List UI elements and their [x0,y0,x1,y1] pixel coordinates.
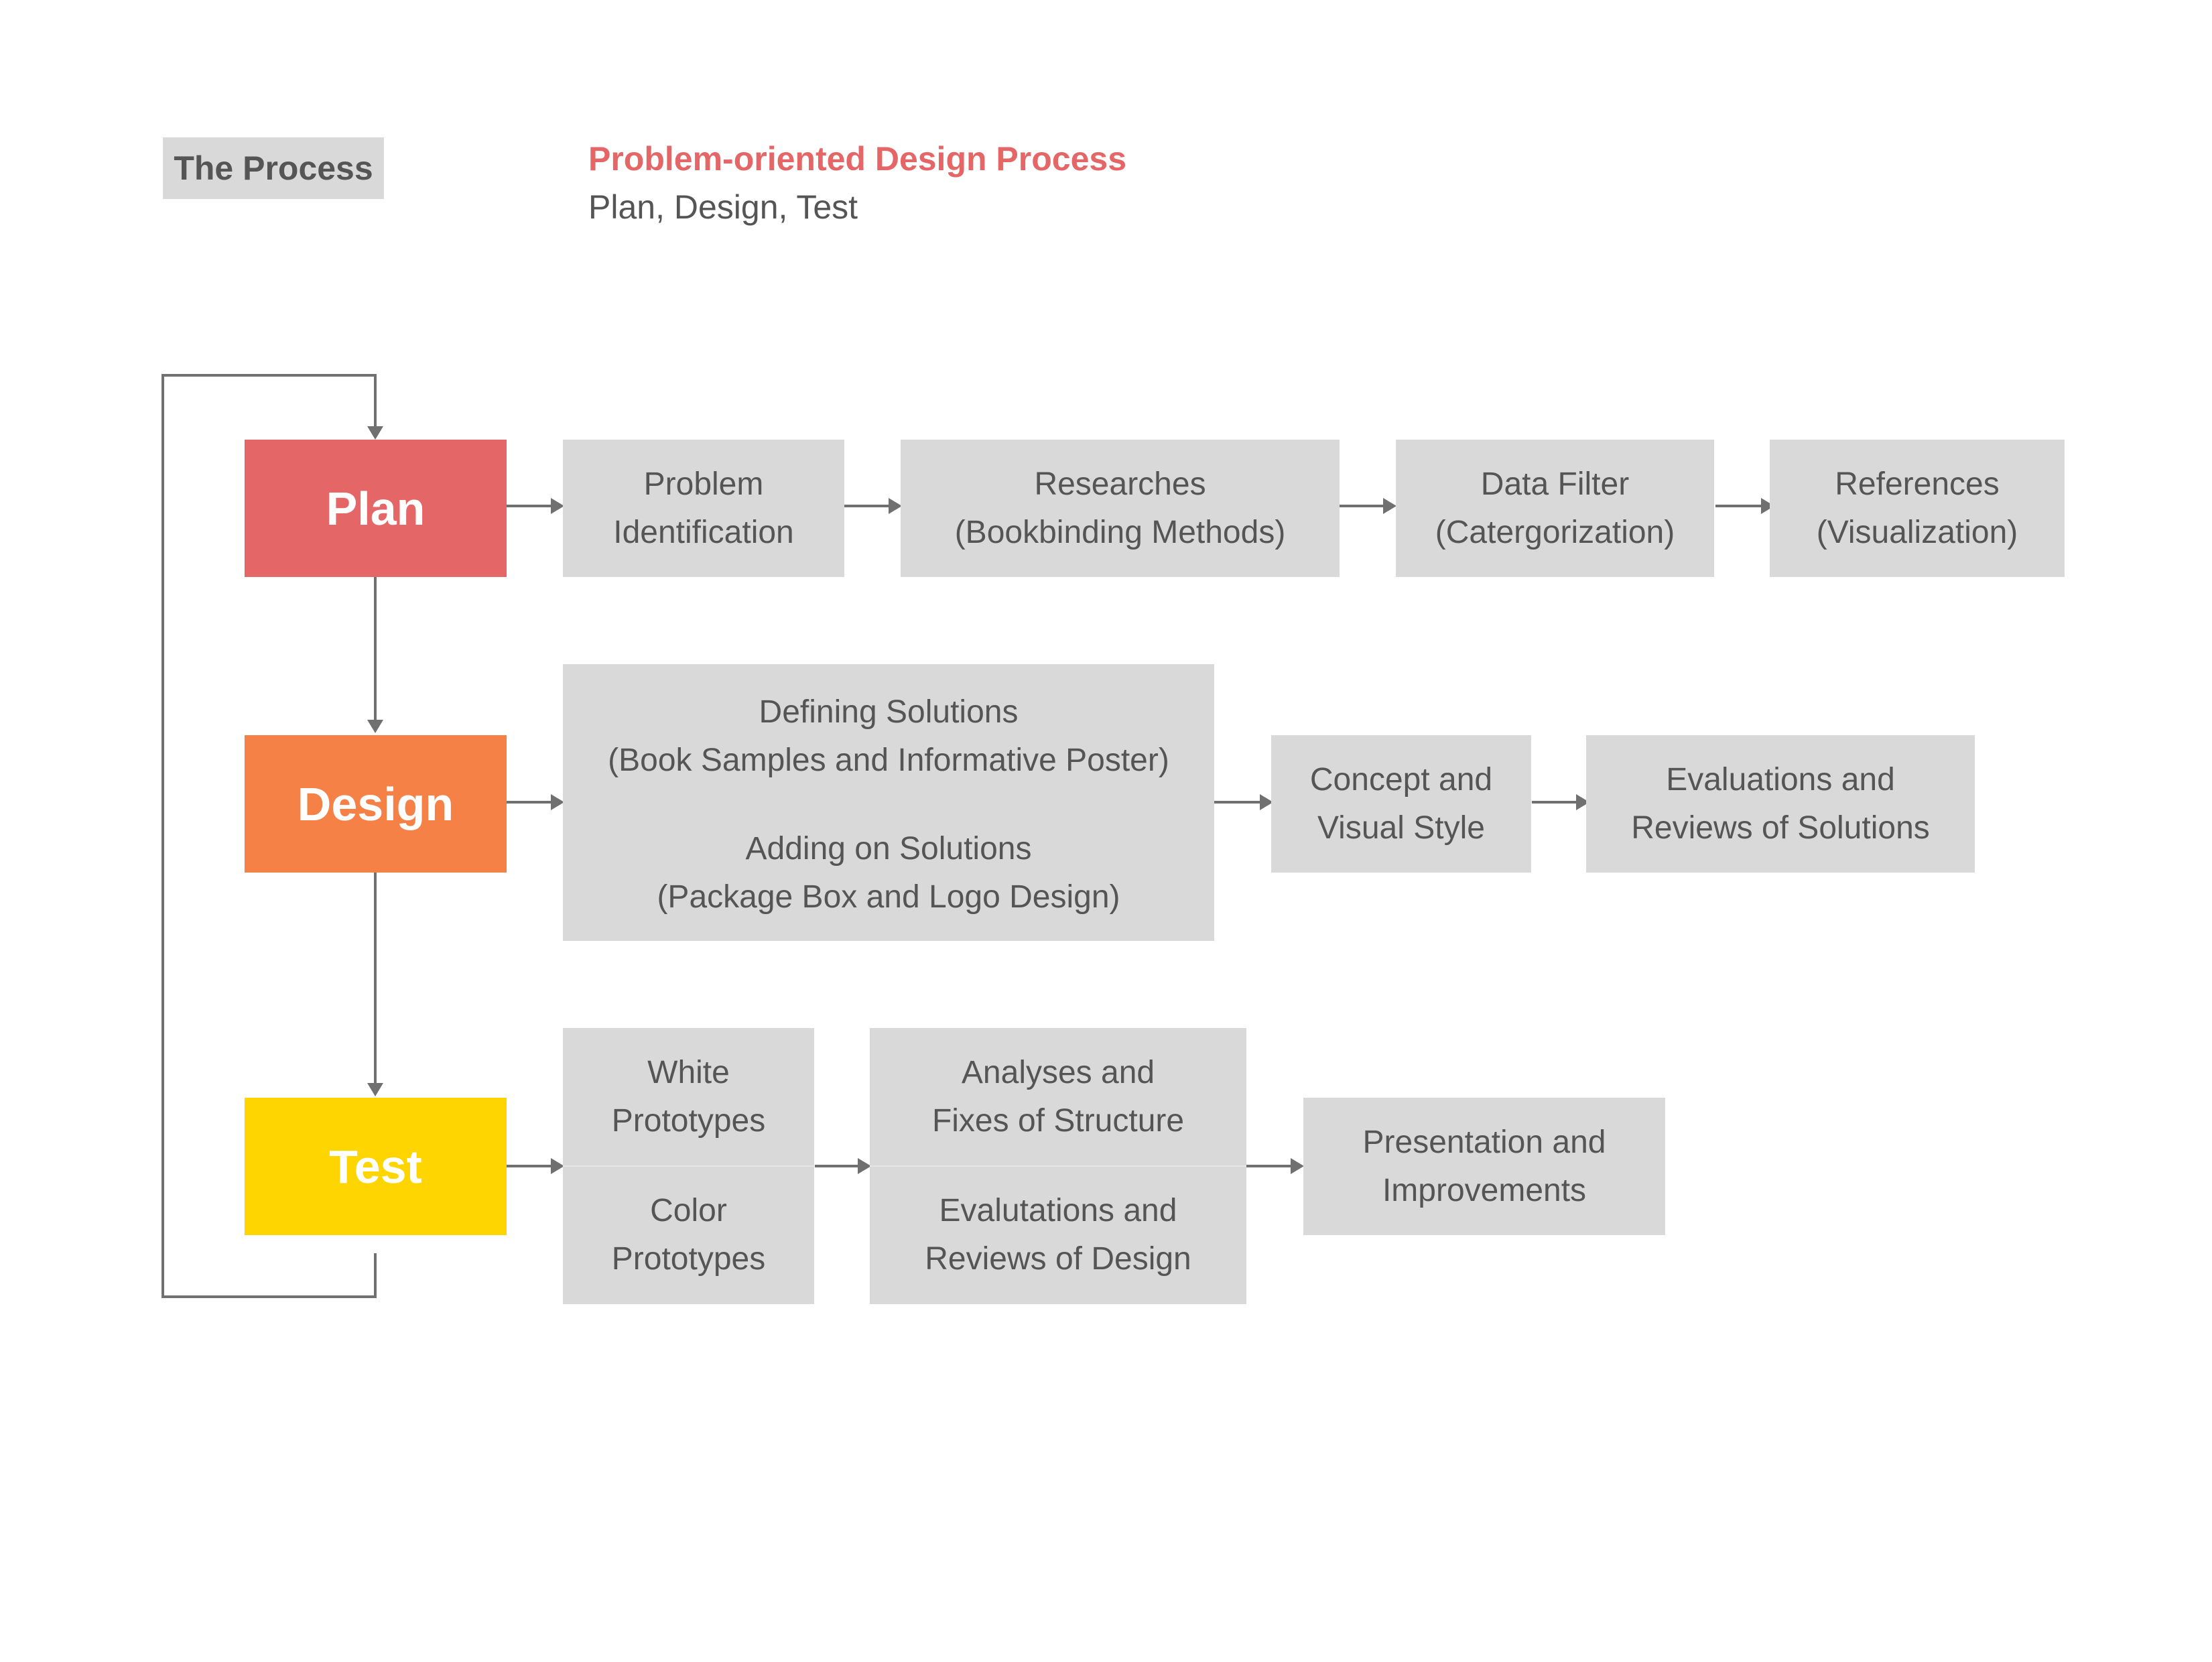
step-line: References [1835,466,2000,502]
design-arrow-3-head [1576,794,1589,810]
step-line: (Bookbinding Methods) [954,514,1286,550]
diagram-subtitle: Plan, Design, Test [588,188,858,226]
white-prototypes: White Prototypes [563,1028,814,1166]
design-to-test-arrowhead [367,1083,383,1096]
step-prototypes: White Prototypes Color Prototypes [563,1028,814,1304]
step-line: Concept and [1309,761,1493,797]
step-line: Researches [1034,466,1206,502]
test-arrow-2-head [858,1158,871,1174]
stage-plan-label: Plan [326,482,426,535]
analyses-fixes-structure: Analyses and Fixes of Structure [870,1028,1246,1166]
step-researches: Researches (Bookbinding Methods) [901,440,1340,577]
feedback-loop-line [161,374,377,1298]
plan-arrow-4-head [1761,498,1774,514]
step-line: Reviews of Design [925,1241,1191,1277]
analyses-divider [870,1165,1246,1167]
step-line: Adding on Solutions [745,831,1032,867]
step-line: Data Filter [1480,466,1630,502]
step-line: (Catergorization) [1435,514,1675,550]
step-analyses: Analyses and Fixes of Structure Evalutat… [870,1028,1246,1304]
process-tag-label: The Process [174,149,373,187]
evaluations-reviews-design: Evalutations and Reviews of Design [870,1166,1246,1304]
test-arrow-1-head [551,1158,564,1174]
step-line: Defining Solutions [759,694,1019,730]
step-line: Color [650,1193,727,1228]
adding-solutions: Adding on Solutions (Package Box and Log… [563,825,1214,921]
step-line: Visual Style [1317,810,1485,846]
step-line: Presentation and [1362,1124,1606,1160]
step-line: Reviews of Solutions [1631,810,1930,846]
step-line: White [647,1055,730,1090]
step-line: Evalutations and [939,1193,1177,1228]
step-line: Evaluations and [1666,761,1895,797]
step-line: (Visualization) [1816,514,2018,550]
step-evaluations-solutions: Evaluations and Reviews of Solutions [1586,735,1975,873]
step-line: Prototypes [611,1241,766,1277]
step-line: Analyses and [961,1055,1155,1090]
plan-arrow-2-head [889,498,902,514]
step-line: (Package Box and Logo Design) [657,879,1120,915]
step-problem-identification: Problem Identification [563,440,844,577]
design-arrow-1-head [551,794,564,810]
process-tag: The Process [163,137,384,199]
test-arrow-3-head [1291,1158,1304,1174]
stage-test-label: Test [329,1140,422,1193]
stage-plan: Plan [245,440,507,577]
step-line: Prototypes [611,1103,766,1139]
step-references: References (Visualization) [1770,440,2065,577]
step-data-filter: Data Filter (Catergorization) [1396,440,1714,577]
step-line: Identification [613,514,794,550]
plan-to-design-arrowhead [367,720,383,733]
step-presentation-improvements: Presentation and Improvements [1303,1098,1665,1235]
prototypes-divider [563,1165,814,1167]
step-line: Problem [643,466,764,502]
plan-arrow-1-head [551,498,564,514]
stage-design-label: Design [297,777,454,830]
plan-arrow-3-head [1383,498,1396,514]
step-concept-visual-style: Concept and Visual Style [1271,735,1531,873]
feedback-loop-arrowhead [367,426,383,440]
diagram-title: Problem-oriented Design Process [588,140,1127,178]
step-line: Fixes of Structure [931,1103,1185,1139]
stage-design: Design [245,735,507,873]
step-line: Improvements [1382,1172,1587,1208]
step-line: (Book Samples and Informative Poster) [608,743,1169,778]
step-solutions: Defining Solutions (Book Samples and Inf… [563,664,1214,941]
design-arrow-2-head [1260,794,1273,810]
color-prototypes: Color Prototypes [563,1166,814,1304]
defining-solutions: Defining Solutions (Book Samples and Inf… [563,688,1214,785]
stage-test: Test [245,1098,507,1235]
